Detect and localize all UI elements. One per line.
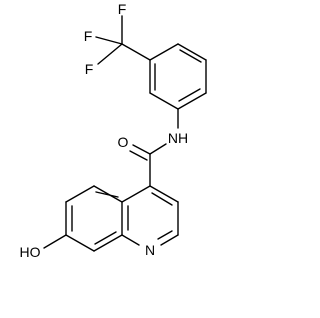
fluorine-label-top: F xyxy=(118,1,127,17)
bond-b-c8-c8a xyxy=(93,234,123,252)
bond-ph-4 xyxy=(177,92,207,110)
bond-ph-5 xyxy=(149,92,179,110)
bond-ph-2 xyxy=(177,43,207,61)
bond-nh-carbonyl xyxy=(149,143,167,155)
bond-q-n-c8a xyxy=(121,234,140,246)
molecule-structure: F F F O NH N HO xyxy=(20,1,207,260)
structure-canvas: F F F O NH N HO xyxy=(20,1,207,260)
bond-ph-dbl-a xyxy=(179,49,202,63)
bond-q-c4-c3 xyxy=(149,185,179,203)
bond-cf3-ring xyxy=(121,43,151,61)
bond-cf3-left xyxy=(95,36,123,45)
bond-ph-dbl-b xyxy=(178,88,201,102)
oxygen-label-carbonyl: O xyxy=(118,134,129,150)
bond-q-dbl-a xyxy=(151,192,173,206)
bond-b-dbl-a xyxy=(95,191,119,198)
bond-ph-1 xyxy=(149,43,179,61)
bond-b-c5-c6 xyxy=(65,185,95,203)
bond-b-c7-c8 xyxy=(65,234,95,252)
bond-b-dbl-c xyxy=(94,231,117,245)
fluorine-label-left: F xyxy=(84,28,93,44)
bond-carbonyl-o-1 xyxy=(132,144,151,155)
bond-q-dbl-b xyxy=(157,230,173,240)
bond-q-c4a-c4 xyxy=(121,185,151,203)
bond-b-c4a-c5 xyxy=(93,185,123,203)
fluorine-label-bottom: F xyxy=(85,61,94,77)
hydroxy-label: HO xyxy=(20,244,41,260)
bond-q-c2-n xyxy=(160,234,179,246)
nitrogen-label-ring: N xyxy=(145,242,155,258)
bond-c7-oh xyxy=(43,234,67,249)
bond-cf3-bottom xyxy=(97,43,123,65)
bond-carbonyl-o-2 xyxy=(129,150,148,161)
nh-label-amide: NH xyxy=(168,130,188,146)
